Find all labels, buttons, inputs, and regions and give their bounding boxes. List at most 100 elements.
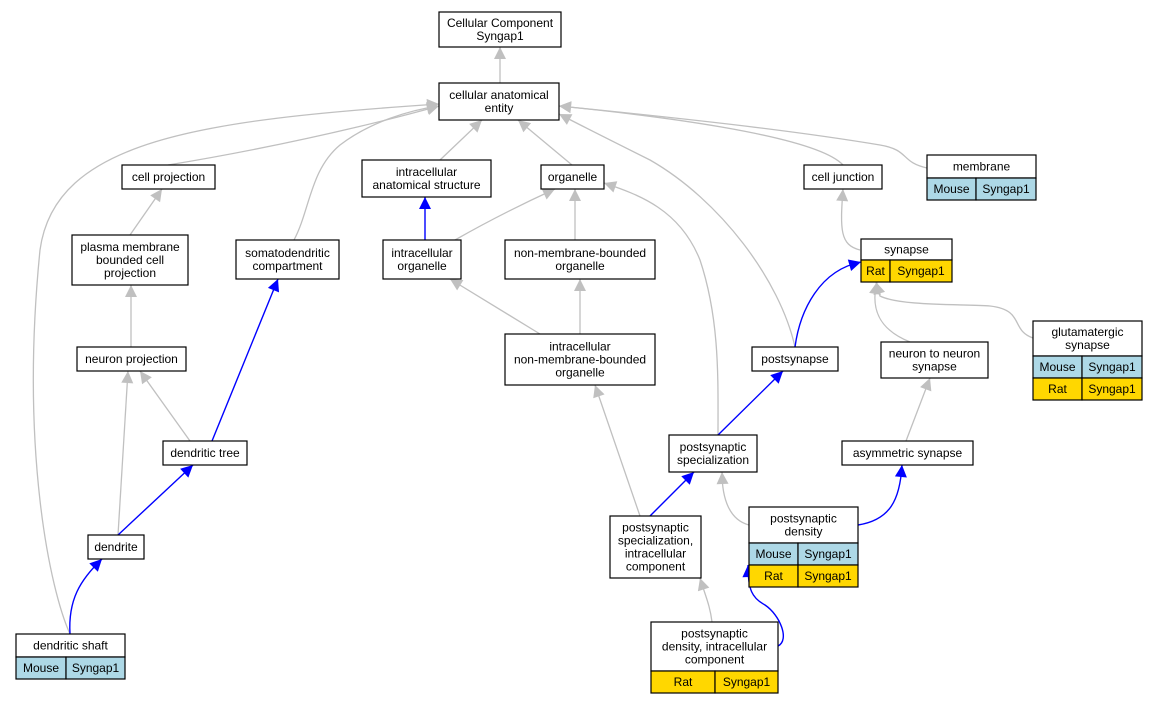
node-label-line: Cellular Component [447,16,554,30]
node-box [650,621,779,672]
node-box [668,434,758,473]
edge-pss-to-org [603,181,719,436]
edge-arrowhead [873,282,886,296]
edge-psdic-to-pssic [697,577,713,623]
edge-pmb-to-cp [129,188,163,236]
node-box [504,333,656,386]
node-label-line: specialization, [618,534,693,548]
node-label-line: neuron projection [85,352,178,366]
edge-psd-to-pss [716,471,750,526]
edge-cae-to-root [494,47,506,83]
node-label-line: plasma membrane [80,240,180,254]
node-label-line: asymmetric synapse [853,446,963,460]
node-box [504,239,656,280]
node-label-line: component [626,560,686,574]
edge-arrowhead [469,120,482,133]
node-label-line: organelle [555,259,605,273]
node-label-line: synapse [884,243,929,257]
node-box [87,534,145,560]
node-postsynapse[interactable]: postsynapse [751,346,839,372]
node-box [71,234,189,286]
node-dendrite[interactable]: dendrite [87,534,145,560]
edge-arrowhead [89,559,102,572]
node-label-line: postsynaptic [770,512,837,526]
gene-label: Syngap1 [1088,360,1136,374]
edge-arrowhead [150,189,162,203]
node-box [235,239,340,280]
node-dendritic-tree[interactable]: dendritic tree [162,440,248,466]
edge-line [875,281,1034,339]
node-label-line: intracellular [391,246,452,260]
edge-syn-to-cj [836,188,861,251]
edge-arrowhead [541,188,555,200]
gene-cell [975,177,1037,201]
node-inmbo[interactable]: intracellularnon-membrane-boundedorganel… [504,333,656,386]
node-organelle[interactable]: organelle [540,164,605,190]
gene-label: Syngap1 [804,547,852,561]
node-box [361,159,492,198]
node-label-line: dendritic shaft [33,639,108,653]
edge-line [139,370,191,442]
edge-arrowhead [559,114,573,125]
edge-inmbo-to-nmbo [574,279,586,334]
edge-line [32,103,440,635]
gene-label: Syngap1 [72,661,120,675]
gene-label: Syngap1 [804,569,852,583]
edge-line [167,105,440,166]
node-box [76,346,187,372]
edge-line [794,261,862,348]
node-label-line: organelle [397,259,447,273]
edge-line [454,188,556,241]
node-box [1032,320,1143,357]
edges [32,47,1034,647]
edge-line [558,105,928,169]
edge-arrowhead [267,279,280,293]
edge-psyn-to-syn [794,259,862,348]
edge-pssic-to-inmbo [593,384,641,517]
edge-ias-to-cae [439,119,483,161]
node-label-line: cell projection [132,170,205,184]
edge-line [558,113,796,348]
species-label: Rat [1048,382,1067,396]
edge-dt-to-sdc [211,278,280,442]
node-neuron-projection[interactable]: neuron projection [76,346,187,372]
node-ps-spec-ic[interactable]: postsynapticspecialization,intracellular… [609,515,702,579]
node-box [609,515,702,579]
node-cell-projection[interactable]: cell projection [121,164,216,190]
species-label: Mouse [1039,360,1075,374]
node-asym[interactable]: asymmetric synapse [841,440,974,466]
node-box [880,341,989,379]
edge-glu-to-syn [873,281,1034,339]
node-label-line: somatodendritic [245,246,330,260]
edge-shaft-to-cae [32,98,440,635]
edge-arrowhead [716,472,729,485]
node-cell-junction[interactable]: cell junction [803,164,883,190]
edge-arrowhead [574,279,586,291]
gene-cell [65,656,126,680]
species-label: Mouse [933,182,969,196]
edge-line [857,464,903,526]
node-label-line: dendritic tree [170,446,240,460]
edge-mem-to-cae [558,101,928,169]
edge-inmbo-to-io [449,278,541,335]
node-label-line: postsynapse [761,352,829,366]
edge-line [449,278,541,335]
